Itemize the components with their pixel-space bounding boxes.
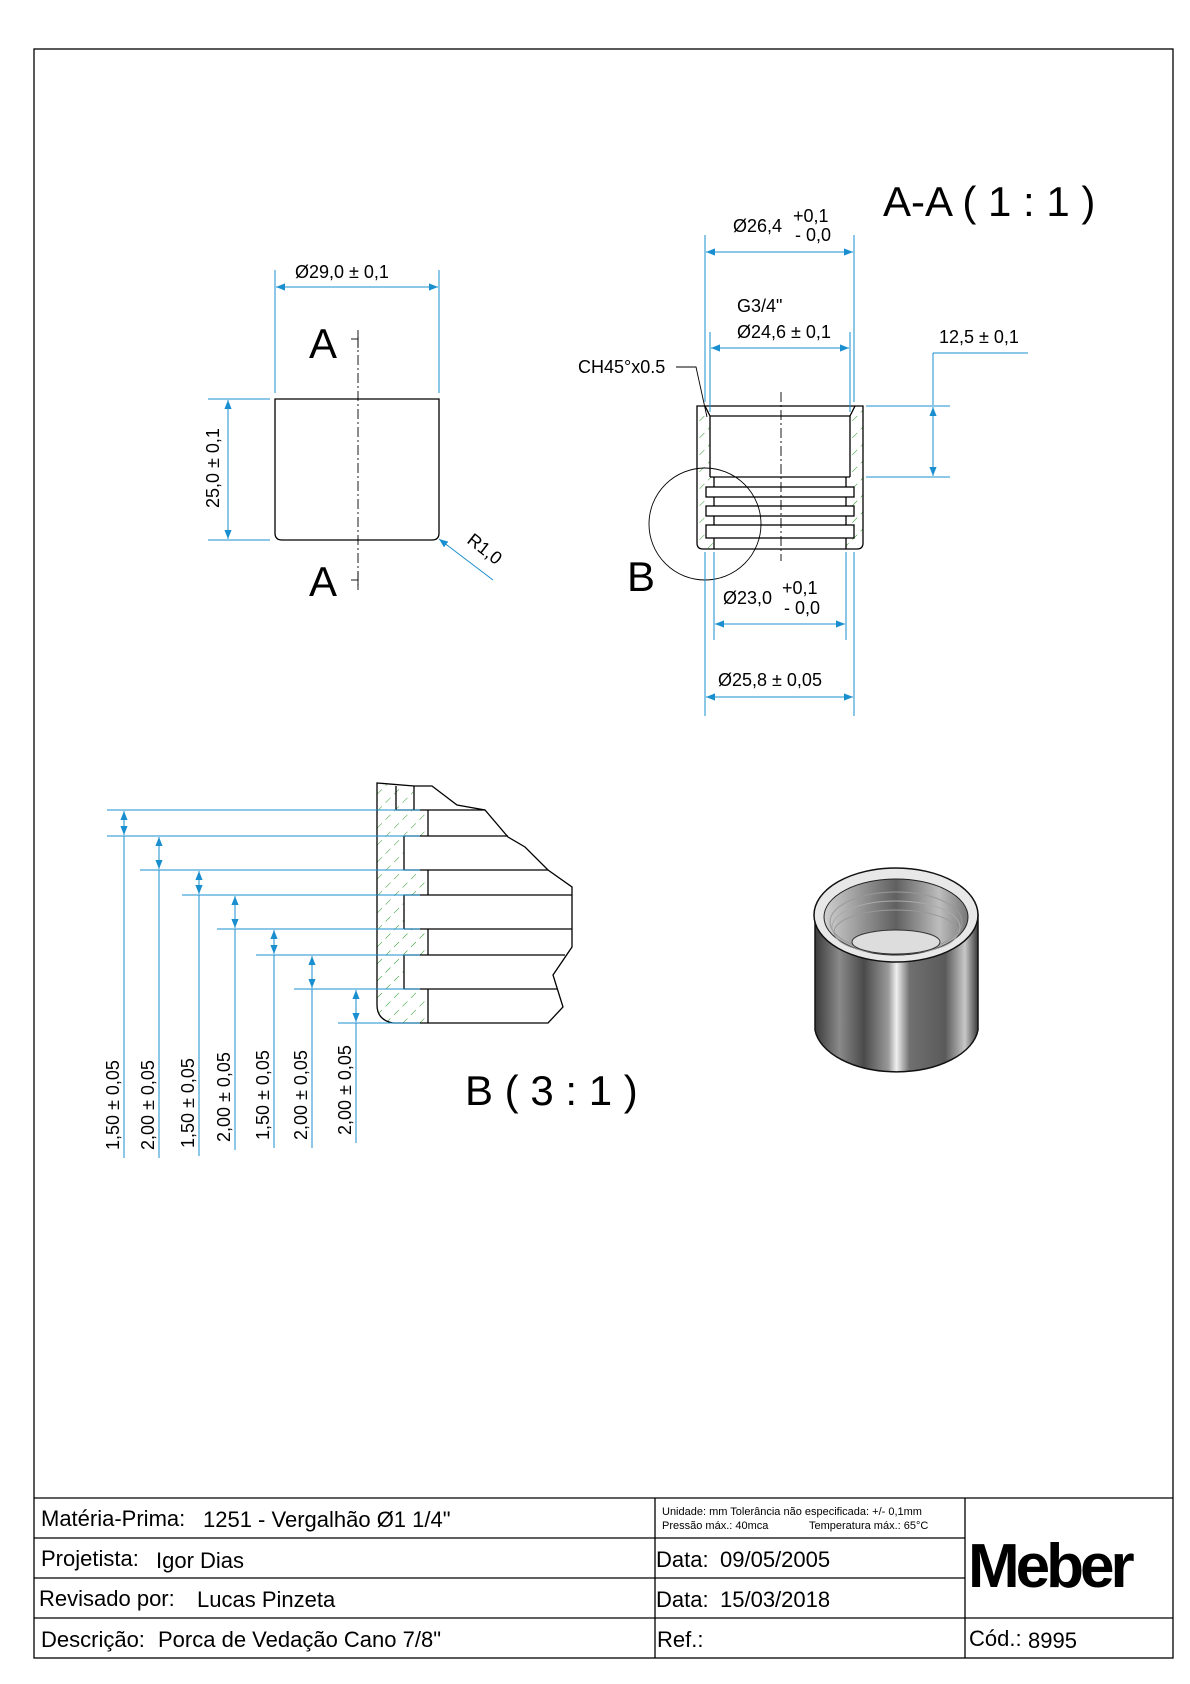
material-label: Matéria-Prima: <box>41 1506 185 1531</box>
designer-value: Igor Dias <box>156 1548 244 1573</box>
designer-label: Projetista: <box>41 1546 139 1571</box>
temperature-note: Temperatura máx.: 65°C <box>809 1520 928 1532</box>
drawing-frame <box>33 48 1174 1659</box>
front-height-label: 25,0 ± 0,1 <box>203 428 223 508</box>
front-view-outline <box>274 398 440 541</box>
title-block: Matéria-Prima: 1251 - Vergalhão Ø1 1/4" … <box>34 1497 1173 1658</box>
detail-view-title: B ( 3 : 1 ) <box>465 1067 638 1114</box>
pressure-note: Pressão máx.: 40mca <box>662 1520 769 1532</box>
description-label: Descrição: <box>41 1627 145 1652</box>
date-created-value: 09/05/2005 <box>720 1547 830 1572</box>
section-outline <box>696 405 864 550</box>
front-view: A A Ø29,0 ± 0,1 25,0 ± 0,1 R1,0 <box>203 262 506 605</box>
bottom-diameter-label: Ø25,8 ± 0,05 <box>718 670 822 690</box>
section-view-title: A-A ( 1 : 1 ) <box>883 178 1095 225</box>
detail-dimension-label: 2,00 ± 0,05 <box>335 1045 355 1135</box>
detail-dimension-label: 2,00 ± 0,05 <box>214 1052 234 1142</box>
outer-tol-upper: +0,1 <box>793 206 829 226</box>
isometric-render <box>813 867 979 1073</box>
detail-dimension-label: 2,00 ± 0,05 <box>291 1050 311 1140</box>
chamfer-label: CH45°x0.5 <box>578 357 665 377</box>
detail-dimension-label: 1,50 ± 0,05 <box>253 1050 273 1140</box>
detail-dimension-label: 1,50 ± 0,05 <box>103 1060 123 1150</box>
code-value: 8995 <box>1028 1628 1077 1653</box>
detail-view: 1,50 ± 0,05 2,00 ± 0,05 1,50 ± 0,05 2,00 ± … <box>103 782 638 1158</box>
meber-logo: Meber <box>968 1532 1134 1601</box>
reviewer-value: Lucas Pinzeta <box>197 1587 336 1612</box>
detail-dimension-label: 2,00 ± 0,05 <box>138 1060 158 1150</box>
description-value: Porca de Vedação Cano 7/8" <box>158 1627 441 1652</box>
root-diameter-label: Ø23,0 <box>723 588 772 608</box>
material-value: 1251 - Vergalhão Ø1 1/4" <box>203 1507 451 1532</box>
date-created-label: Data: <box>656 1547 709 1572</box>
depth-label: 12,5 ± 0,1 <box>939 327 1019 347</box>
tolerance-note: Unidade: mm Tolerância não especificada:… <box>662 1506 922 1518</box>
outer-tol-lower: - 0,0 <box>795 225 831 245</box>
detail-mark: B <box>627 553 655 600</box>
front-diameter-label: Ø29,0 ± 0,1 <box>295 262 389 282</box>
section-mark-top: A <box>309 320 337 367</box>
detail-dimension-label: 1,50 ± 0,05 <box>178 1058 198 1148</box>
thread-diameter-label: Ø24,6 ± 0,1 <box>737 322 831 342</box>
section-view: A-A ( 1 : 1 ) B Ø26,4 +0,1 - 0,0 G3/4" Ø… <box>578 178 1095 716</box>
date-revised-value: 15/03/2018 <box>720 1587 830 1612</box>
section-mark-bottom: A <box>309 558 337 605</box>
outer-diameter-label: Ø26,4 <box>733 216 782 236</box>
date-revised-label: Data: <box>656 1587 709 1612</box>
ref-label: Ref.: <box>657 1627 703 1652</box>
code-label: Cód.: <box>969 1626 1022 1651</box>
root-tol-upper: +0,1 <box>782 578 818 598</box>
reviewer-label: Revisado por: <box>39 1586 175 1611</box>
root-tol-lower: - 0,0 <box>784 598 820 618</box>
thread-label: G3/4" <box>737 296 782 316</box>
